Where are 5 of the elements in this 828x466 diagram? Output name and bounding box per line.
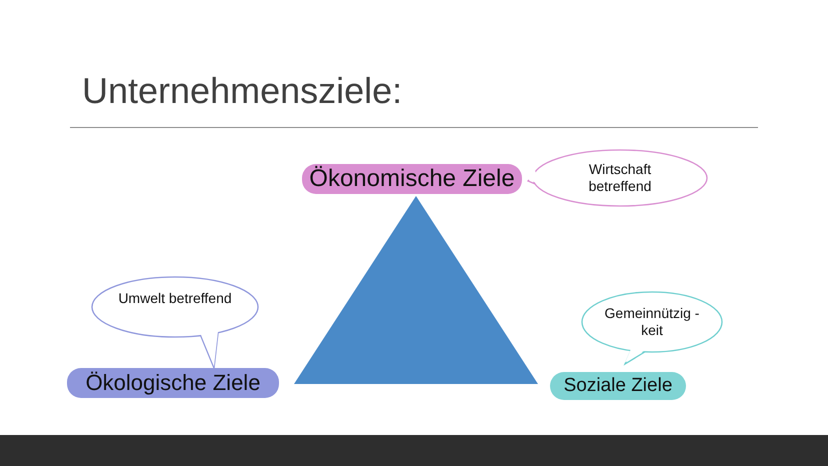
goal-label: Ökonomische Ziele [302, 164, 522, 194]
goal-label: Soziale Ziele [550, 372, 686, 400]
slide-title: Unternehmensziele: [82, 70, 402, 112]
goal-label: Ökologische Ziele [67, 368, 279, 398]
triangle-shape [294, 196, 538, 384]
